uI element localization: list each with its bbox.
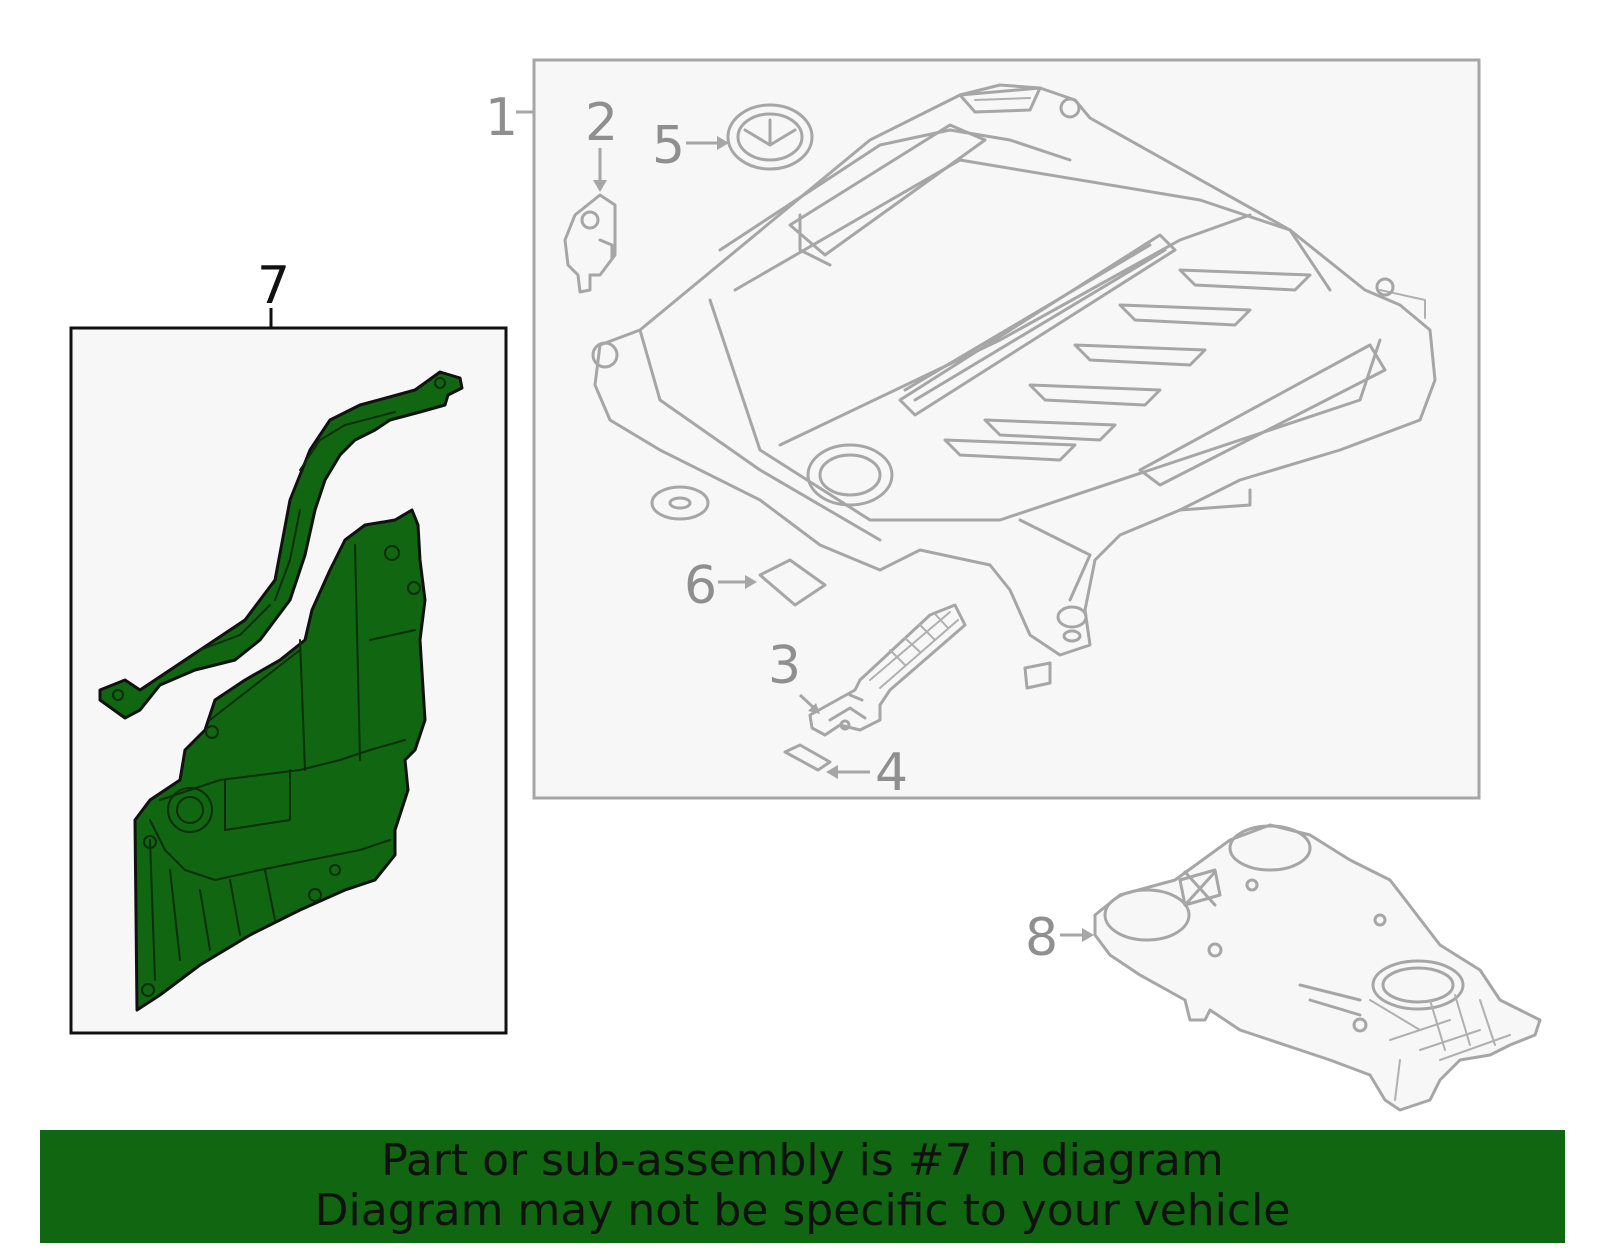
timing-cover-part-8 bbox=[1093, 823, 1542, 1112]
pad-part-6 bbox=[758, 558, 827, 607]
strip-part-4 bbox=[783, 743, 832, 772]
callout-1: 1 bbox=[485, 88, 518, 148]
callout-6: 6 bbox=[684, 556, 717, 616]
callout-3: 3 bbox=[768, 636, 801, 696]
washer-part bbox=[650, 485, 710, 521]
grid-bracket-part-3 bbox=[808, 603, 967, 737]
engine-cover-drawing bbox=[591, 83, 1437, 657]
callout-4: 4 bbox=[875, 743, 908, 803]
callout-6-arrowhead bbox=[745, 575, 757, 589]
info-banner: Part or sub-assembly is #7 in diagram Di… bbox=[40, 1130, 1565, 1243]
emblem-part-5 bbox=[726, 103, 814, 171]
callout-5-arrowhead bbox=[717, 136, 729, 150]
callout-7: 7 bbox=[257, 256, 290, 316]
bracket-part-2 bbox=[563, 193, 617, 294]
callout-3-arrow bbox=[798, 693, 816, 710]
banner-line-2: Diagram may not be specific to your vehi… bbox=[314, 1185, 1291, 1236]
callout-2-arrowhead bbox=[593, 180, 607, 192]
clip-part bbox=[1023, 661, 1052, 690]
callout-8: 8 bbox=[1025, 908, 1058, 968]
callout-4-arrowhead bbox=[826, 765, 838, 779]
callout-3-arrowhead bbox=[808, 703, 820, 714]
callout-5: 5 bbox=[652, 116, 685, 176]
splash-shield-part-7 bbox=[98, 370, 464, 1012]
callout-8-arrowhead bbox=[1082, 928, 1094, 942]
banner-line-1: Part or sub-assembly is #7 in diagram bbox=[381, 1135, 1224, 1186]
callout-2: 2 bbox=[585, 93, 618, 153]
